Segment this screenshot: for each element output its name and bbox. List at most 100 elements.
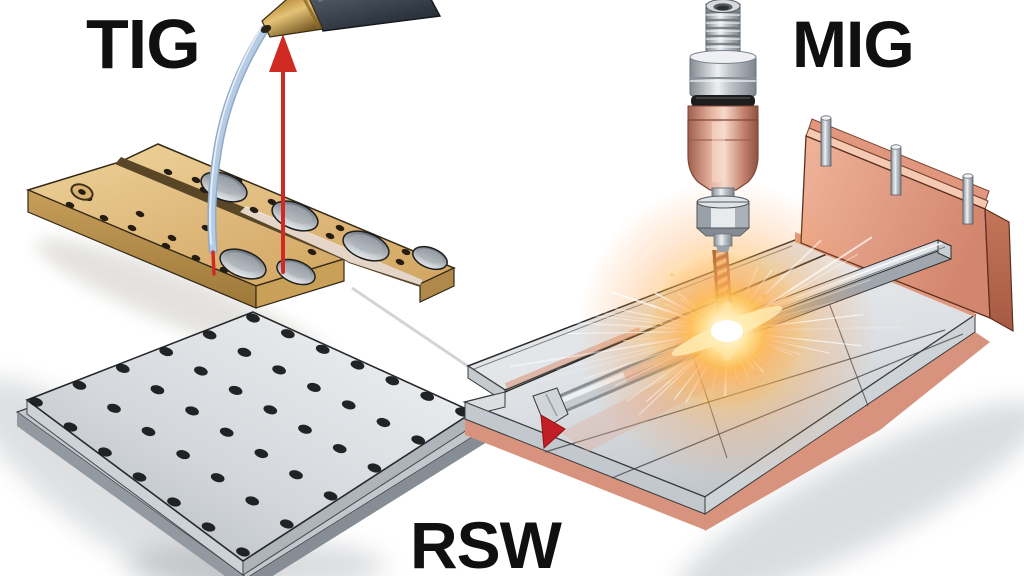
fixture-pin xyxy=(962,175,974,225)
bead-end-chamfer xyxy=(545,393,558,417)
rsw-top-sheet xyxy=(25,311,475,576)
plate-hole xyxy=(325,232,335,240)
plate-hole xyxy=(249,206,259,214)
plate-hole xyxy=(191,254,201,262)
spot-weld-hole xyxy=(167,497,181,507)
spot-weld-hole xyxy=(236,547,250,557)
fixture-pin xyxy=(820,117,832,167)
plate-hole xyxy=(135,210,145,218)
plate-hole xyxy=(307,248,317,256)
wall-side-face xyxy=(984,207,1014,333)
collar-top xyxy=(689,50,757,64)
spot-weld-hole xyxy=(132,472,147,482)
plate-hole xyxy=(161,242,171,250)
label-tig: TIG xyxy=(86,5,200,83)
spot-weld-hole xyxy=(185,406,199,416)
spot-weld-hole xyxy=(115,363,130,373)
tig-arc-line xyxy=(211,250,216,276)
spot-weld-hole xyxy=(98,447,112,457)
spot-weld-hole xyxy=(272,365,286,375)
tig-torch xyxy=(260,0,442,38)
spot-weld-hole xyxy=(107,403,121,413)
spot-weld-hole xyxy=(72,380,87,390)
nut-outline xyxy=(696,201,750,229)
spot-weld-hole xyxy=(263,405,278,415)
spot-weld-hole xyxy=(63,422,78,432)
mig-weld-sparks xyxy=(509,181,901,481)
spot-weld-hole xyxy=(237,347,252,357)
spot-weld-hole xyxy=(245,496,260,506)
spot-weld-hole xyxy=(411,435,426,445)
spot-weld-hole xyxy=(254,448,269,459)
spot-weld-hole xyxy=(201,522,216,532)
plate-hole xyxy=(167,234,177,242)
spot-weld-hole xyxy=(194,366,208,376)
tig-rear-plate-end-face xyxy=(419,267,455,303)
spot-weld-hole xyxy=(141,426,156,437)
bar-end-cap xyxy=(937,239,952,260)
spot-weld-hole xyxy=(420,391,435,401)
counterbore-hole-inner xyxy=(227,252,261,272)
spot-weld-hole xyxy=(350,360,365,370)
rsw-workpiece xyxy=(15,311,489,576)
plate-hole xyxy=(99,214,109,222)
fixture-pin-top xyxy=(890,144,902,150)
label-rsw: RSW xyxy=(410,508,563,576)
spot-weld-hole xyxy=(289,470,303,480)
countersunk-hole xyxy=(78,189,86,195)
plate-hole xyxy=(267,198,277,206)
spot-weld-hole xyxy=(332,444,347,454)
spot-weld-hole xyxy=(29,397,43,407)
fixture-pin-top xyxy=(962,173,974,179)
spot-weld-hole xyxy=(219,427,234,437)
spot-weld-hole xyxy=(280,329,295,339)
mig-copper-base-right xyxy=(705,332,990,531)
copper-body-highlight xyxy=(712,122,725,182)
nut-facet-left xyxy=(697,202,711,228)
counterbore-hole-inner xyxy=(283,261,311,279)
label-mig: MIG xyxy=(792,7,914,81)
spot-weld-hole xyxy=(315,344,330,354)
nut-facet-right xyxy=(735,202,749,228)
plate-hole xyxy=(65,201,75,209)
rsw-top-sheet-top xyxy=(25,311,475,562)
spot-weld-hole xyxy=(176,450,190,460)
spot-weld-hole xyxy=(210,473,225,483)
tig-arrow xyxy=(269,34,297,274)
counterbore-hole-inner xyxy=(279,204,313,224)
tig-plate-holes xyxy=(65,168,448,286)
spot-weld-hole xyxy=(150,385,165,395)
spot-weld-hole xyxy=(367,463,382,473)
plate-hole xyxy=(191,176,201,184)
plate-hole xyxy=(401,248,411,256)
plate-hole xyxy=(163,168,173,176)
cable-highlight xyxy=(209,27,262,245)
counterbore-hole-inner xyxy=(350,234,384,254)
tig-nozzle-ring xyxy=(303,0,321,28)
spot-weld-hole xyxy=(246,313,260,323)
spot-weld-hole xyxy=(202,330,217,340)
spot-weld-hole xyxy=(376,417,391,428)
spot-weld-hole xyxy=(307,382,321,392)
tig-filler-cable xyxy=(207,25,269,276)
mig-shadow xyxy=(676,401,1024,576)
rsw-bottom-sheet-left-face xyxy=(17,412,245,576)
spot-weld-hole xyxy=(279,519,294,529)
tig-arrow-head xyxy=(269,34,297,72)
spot-weld-hole xyxy=(298,424,312,434)
mig-torch xyxy=(687,0,759,252)
spot-weld-holes xyxy=(29,313,469,557)
weld-root-wedge xyxy=(540,414,566,450)
mig-tip-holder xyxy=(713,233,733,247)
tig-workpiece xyxy=(25,143,456,309)
stud-bore-inner xyxy=(717,5,729,11)
glow-core xyxy=(711,320,743,342)
spot-weld-hole xyxy=(341,400,356,410)
fixture-pin xyxy=(890,146,902,196)
mig-tip-taper xyxy=(716,246,730,252)
mig-o-ring xyxy=(691,95,755,107)
spot-weld-hole xyxy=(159,347,174,357)
rsw-bottom-sheet-right-face xyxy=(250,428,487,576)
fixture-pin-top xyxy=(820,115,832,121)
